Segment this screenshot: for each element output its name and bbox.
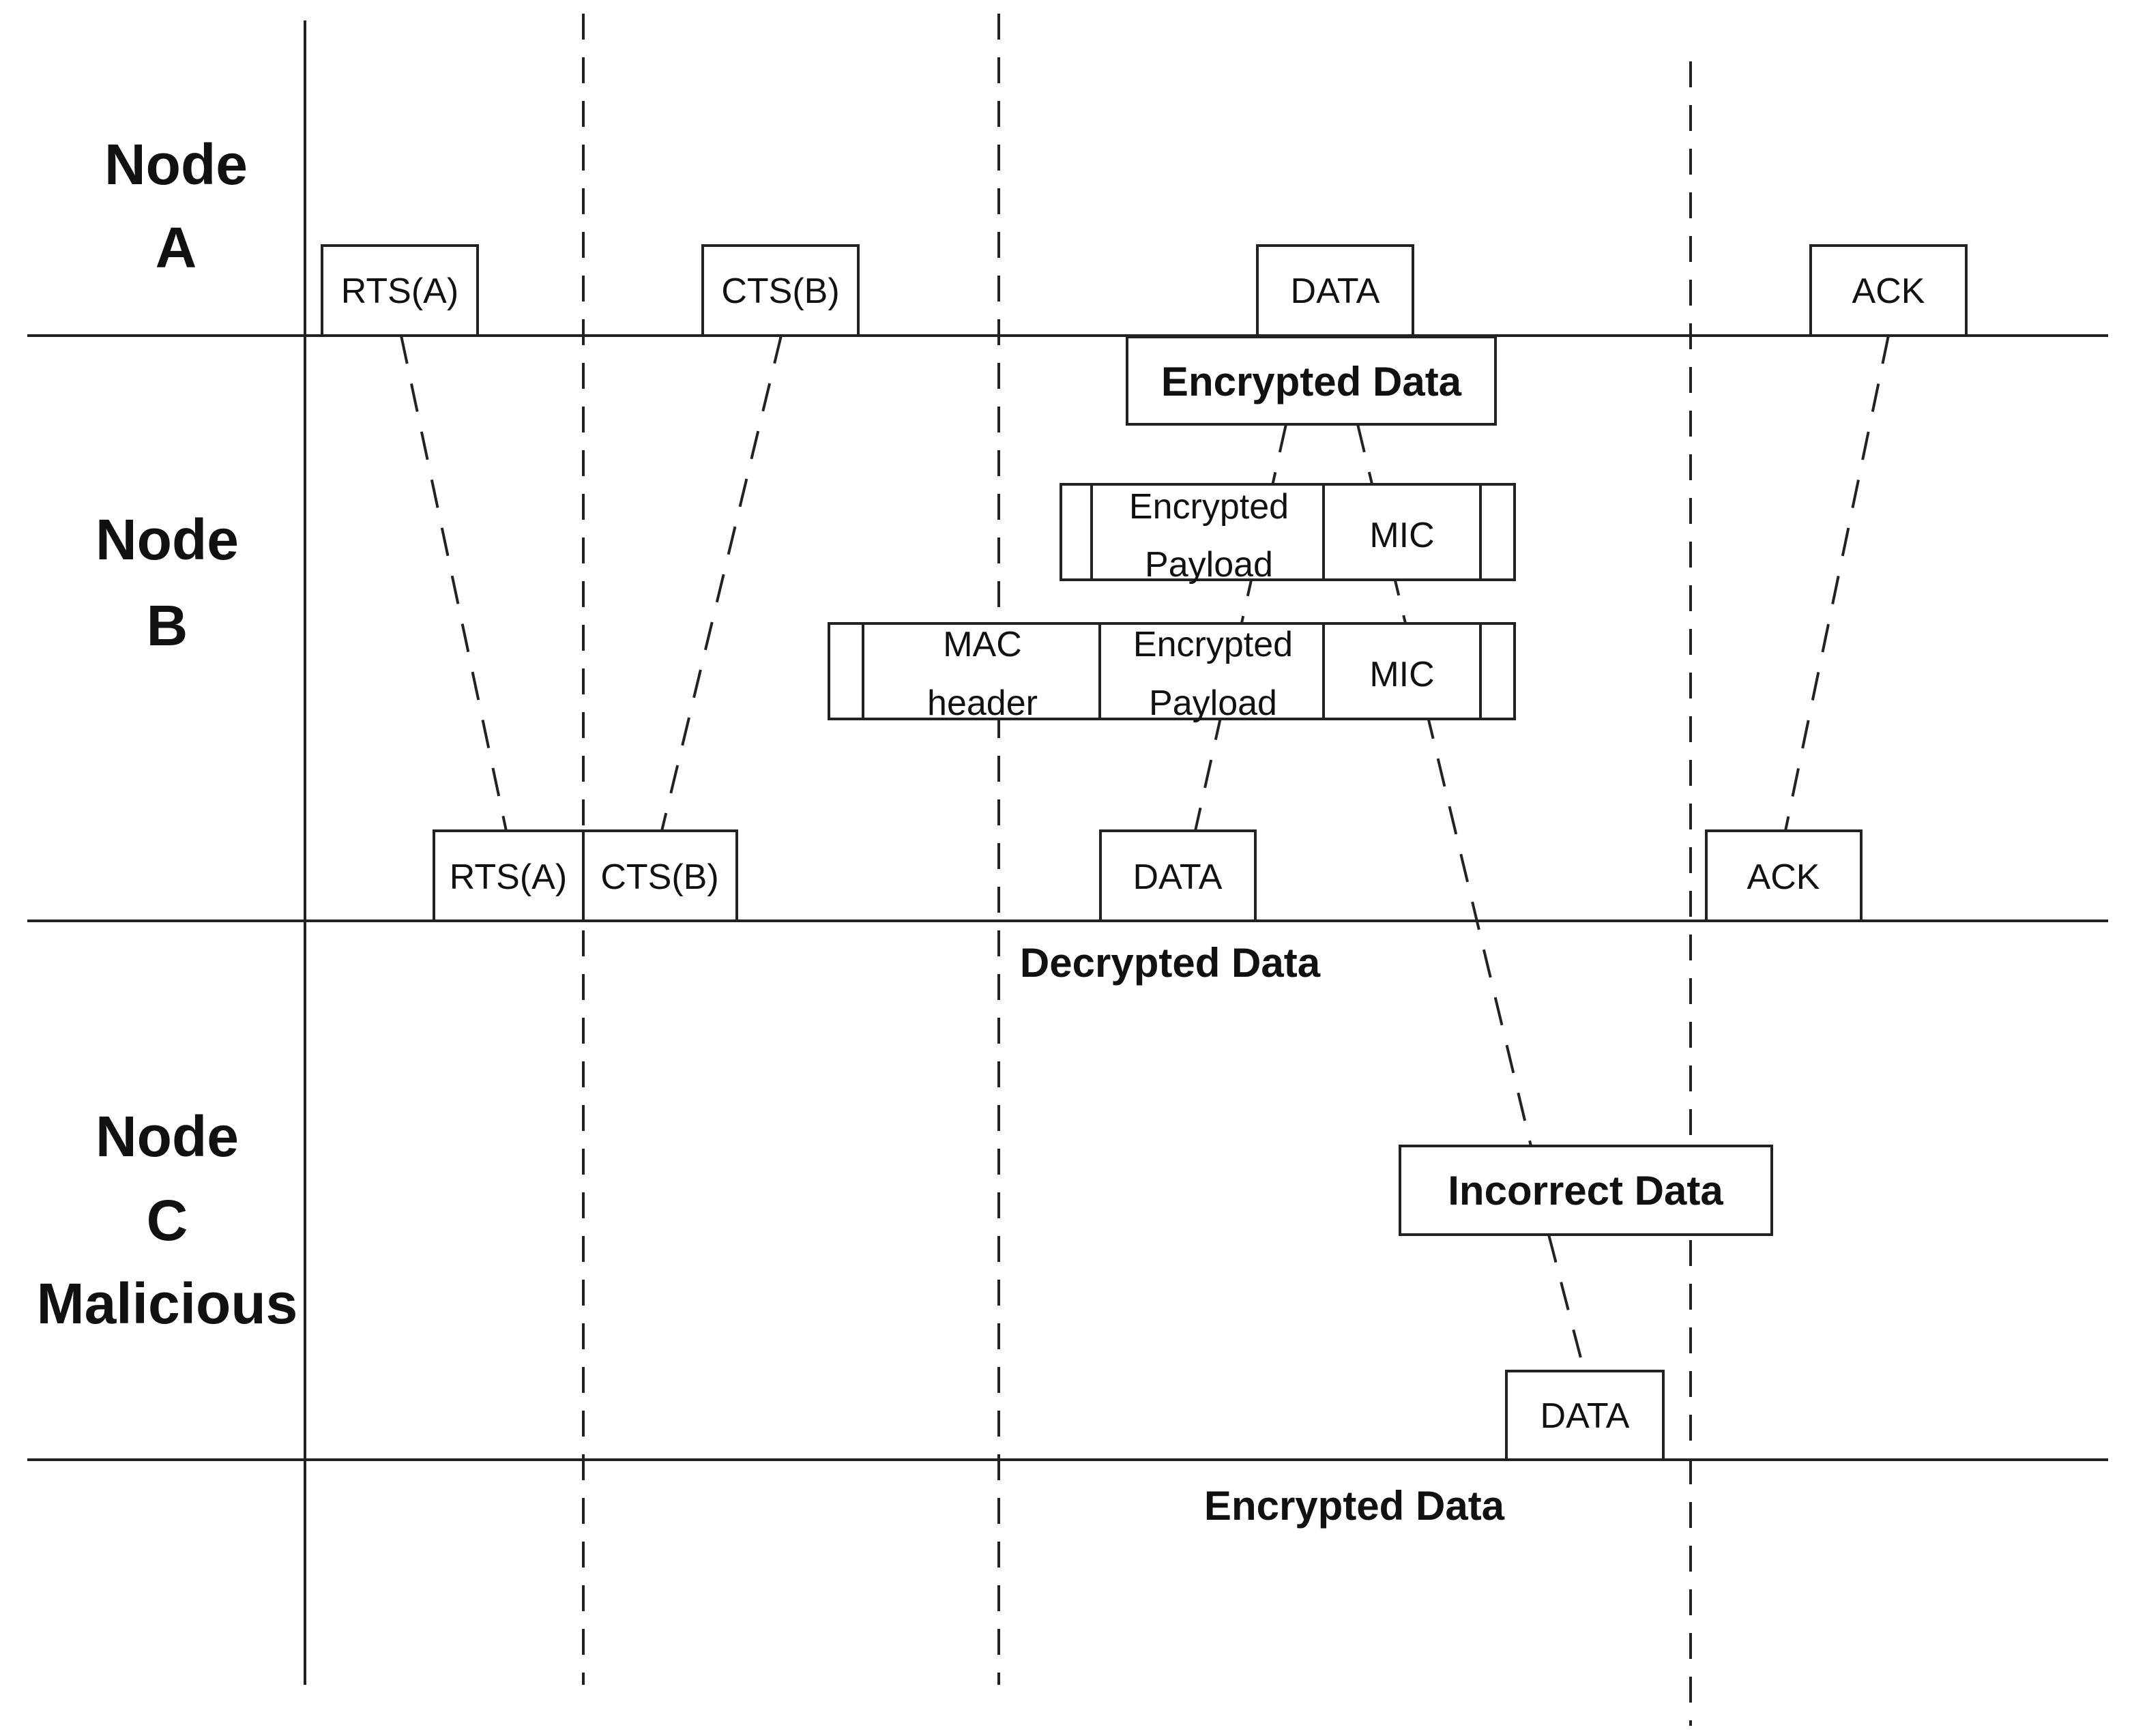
node-b-data-label: DATA	[1133, 857, 1223, 897]
node-a-data-box	[1256, 244, 1414, 337]
lower-frame-mac-line1: MAC	[943, 625, 1022, 664]
decrypted-data-label: Decrypted Data	[1020, 940, 1321, 986]
node-a-label-line2: A	[156, 216, 197, 280]
encrypted-data-box	[1126, 336, 1497, 426]
node-b-rts-label: RTS(A)	[450, 857, 567, 897]
connector-ack	[1784, 335, 1890, 832]
node-c-data-label: DATA	[1540, 1396, 1630, 1436]
lower-frame-payload-line1: Encrypted	[1133, 625, 1293, 664]
incorrect-data-box	[1399, 1145, 1773, 1236]
connector-data-malicious-lower	[1547, 1234, 1586, 1372]
upper-frame-payload-line1: Encrypted	[1129, 487, 1289, 527]
node-a-data-label: DATA	[1291, 271, 1380, 311]
node-a-cts-box	[701, 244, 860, 337]
node-b-ack-box	[1705, 829, 1863, 922]
upper-frame-box	[1060, 483, 1516, 581]
node-a-cts-label: CTS(B)	[721, 271, 839, 311]
lower-frame-payload-line2: Payload	[1149, 683, 1277, 723]
lower-frame: MAC header Encrypted Payload MIC	[828, 622, 1516, 723]
node-a-rts-box	[321, 244, 479, 337]
lower-frame-box	[828, 622, 1516, 720]
node-b-cts-box	[582, 829, 738, 922]
lower-frame-mac-line2: header	[927, 683, 1038, 723]
node-c-data-box	[1505, 1370, 1665, 1461]
upper-frame: Encrypted Payload MIC	[1060, 483, 1516, 585]
node-b-label-line1: Node	[96, 507, 239, 572]
encrypted-data-box-label: Encrypted Data	[1161, 359, 1462, 404]
node-c-label-line3: Malicious	[37, 1271, 298, 1336]
connector-rts	[400, 335, 508, 832]
upper-frame-payload-line2: Payload	[1145, 545, 1273, 585]
node-c-label-line1: Node	[96, 1104, 239, 1168]
node-a-ack-box	[1809, 244, 1968, 337]
node-c-label-line2: C	[147, 1188, 188, 1252]
lower-frame-mic-label: MIC	[1369, 655, 1434, 694]
node-a-label-line1: Node	[104, 132, 248, 196]
upper-frame-mic-label: MIC	[1369, 516, 1434, 555]
connector-cts	[660, 335, 783, 832]
node-b-rts-box	[433, 829, 585, 922]
incorrect-data-box-label: Incorrect Data	[1448, 1168, 1723, 1213]
node-b-label-line2: B	[147, 593, 188, 658]
node-b-ack-label: ACK	[1747, 857, 1820, 897]
node-b-data-box	[1099, 829, 1257, 922]
node-a-ack-label: ACK	[1852, 271, 1925, 311]
node-b-cts-label: CTS(B)	[600, 857, 718, 897]
encrypted-data-label: Encrypted Data	[1204, 1483, 1505, 1529]
node-a-rts-label: RTS(A)	[341, 271, 458, 311]
